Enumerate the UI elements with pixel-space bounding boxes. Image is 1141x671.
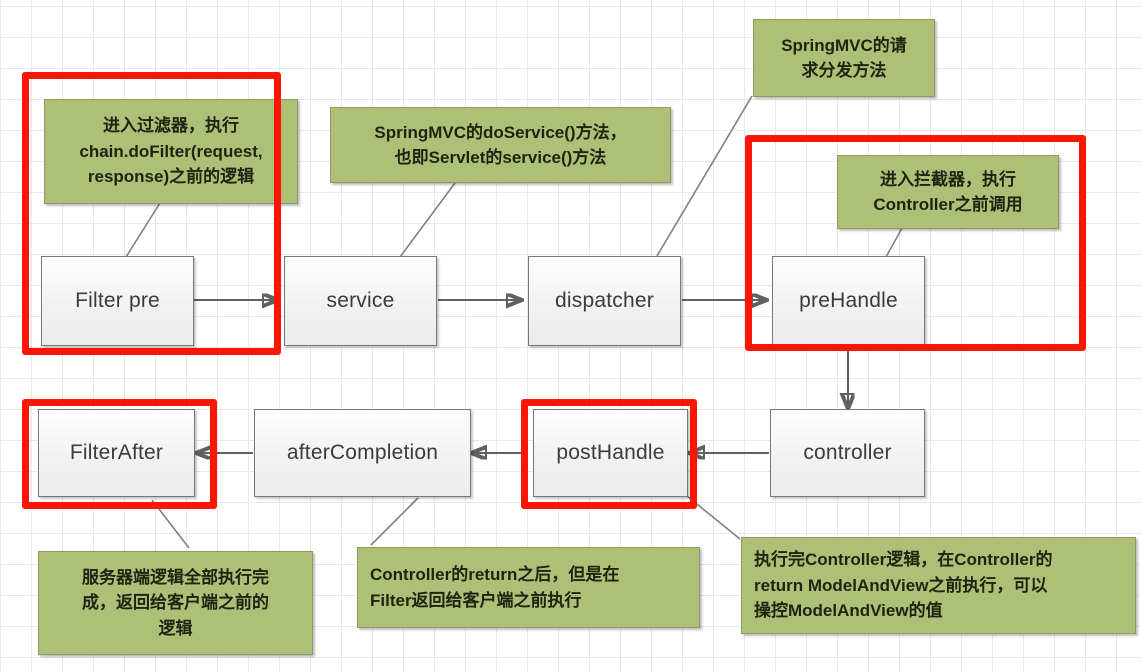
note-post-handle: 执行完Controller逻辑，在Controller的 return Mode… xyxy=(741,537,1136,634)
note-post-handle-line-2: return ModelAndView之前执行，可以 xyxy=(754,575,1048,595)
leader-post-handle xyxy=(686,495,741,540)
node-controller[interactable]: controller xyxy=(770,409,925,497)
note-pre-handle: 进入拦截器，执行 Controller之前调用 xyxy=(837,155,1059,229)
note-service-line-1: SpringMVC的doService()方法， xyxy=(374,122,627,142)
note-filter-after-line-1: 服务器端逻辑全部执行完 xyxy=(82,567,269,587)
node-dispatcher[interactable]: dispatcher xyxy=(528,256,681,346)
note-post-handle-line-1: 执行完Controller逻辑，在Controller的 xyxy=(754,550,1053,570)
note-after-completion: Controller的return之后，但是在 Filter返回给客户端之前执行 xyxy=(357,547,700,628)
note-dispatcher: SpringMVC的请 求分发方法 xyxy=(753,19,935,97)
note-pre-handle-line-2: Controller之前调用 xyxy=(873,195,1023,214)
node-filter-after[interactable]: FilterAfter xyxy=(38,409,195,497)
node-pre-handle[interactable]: preHandle xyxy=(772,256,925,346)
note-pre-handle-line-1: 进入拦截器，执行 xyxy=(879,169,1016,189)
note-post-handle-line-3: 操控ModelAndView的值 xyxy=(754,601,943,621)
note-service-line-2: 也即Servlet的service()方法 xyxy=(394,148,607,167)
note-filter-after-line-2: 成，返回给客户端之前的 xyxy=(82,593,269,613)
node-after-completion[interactable]: afterCompletion xyxy=(254,409,471,497)
node-filter-pre[interactable]: Filter pre xyxy=(41,256,194,346)
note-dispatcher-line-2: 求分发方法 xyxy=(801,61,887,80)
leader-after-completion xyxy=(370,497,419,546)
note-filter-pre-line-3: response)之前的逻辑 xyxy=(87,167,255,187)
note-service: SpringMVC的doService()方法， 也即Servlet的servi… xyxy=(330,107,671,183)
note-filter-after: 服务器端逻辑全部执行完 成，返回给客户端之前的 逻辑 xyxy=(38,551,313,655)
note-filter-pre: 进入过滤器，执行 chain.doFilter(request, respons… xyxy=(44,99,298,204)
note-after-completion-line-2: Filter返回给客户端之前执行 xyxy=(370,590,582,610)
leader-filter-pre xyxy=(125,202,161,258)
leader-filter-after xyxy=(151,499,190,549)
note-filter-after-line-3: 逻辑 xyxy=(158,618,193,638)
leader-dispatcher xyxy=(656,95,753,257)
node-service[interactable]: service xyxy=(284,256,437,346)
node-post-handle[interactable]: postHandle xyxy=(533,409,688,497)
leader-service xyxy=(399,182,456,258)
note-after-completion-line-1: Controller的return之后，但是在 xyxy=(370,565,620,584)
note-dispatcher-line-1: SpringMVC的请 xyxy=(781,35,907,55)
note-filter-pre-line-2: chain.doFilter(request, xyxy=(79,141,263,161)
note-filter-pre-line-1: 进入过滤器，执行 xyxy=(103,116,239,136)
